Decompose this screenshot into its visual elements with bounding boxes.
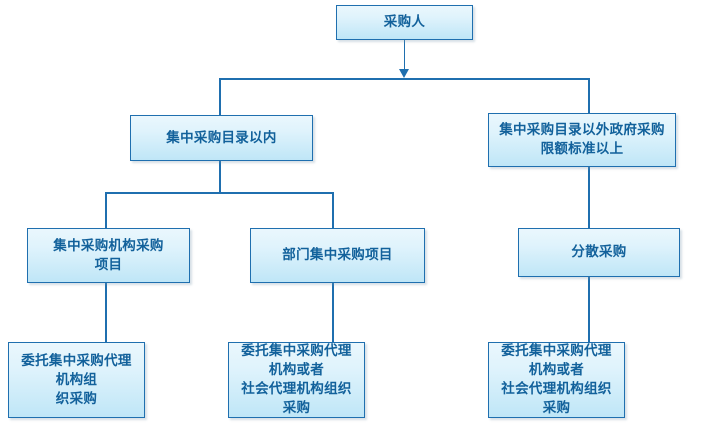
node-root-purchaser[interactable]: 采购人 xyxy=(336,5,473,40)
node-entrust-centralized-agency[interactable]: 委托集中采购代理机构组 织采购 xyxy=(8,342,145,418)
connector-level2-bus-to-within-catalog xyxy=(219,78,221,116)
node-outside-centralized-catalog[interactable]: 集中采购目录以外政府采购 限额标准以上 xyxy=(488,113,676,167)
node-centralized-agency-project[interactable]: 集中采购机构采购 项目 xyxy=(27,228,190,283)
connector-root-to-level2-bus xyxy=(403,40,406,70)
connector-level3-bus-to-centralized-agency-project xyxy=(105,192,107,229)
connector-level2-bus-to-outside-catalog xyxy=(588,78,590,114)
node-decentralized-procurement[interactable]: 分散采购 xyxy=(518,228,680,277)
connector-outside-catalog-to-decentralized xyxy=(588,167,590,229)
node-department-centralized-project[interactable]: 部门集中采购项目 xyxy=(250,228,425,283)
arrowhead-root-to-level2-bus xyxy=(399,69,409,78)
connector-level3-bus xyxy=(105,192,333,194)
connector-centralized-agency-project-to-entrust-1 xyxy=(105,283,107,343)
node-entrust-centralized-or-social-agency-2[interactable]: 委托集中采购代理机构或者 社会代理机构组织采购 xyxy=(488,342,625,418)
connector-within-catalog-to-level3-bus xyxy=(219,161,221,193)
connector-level2-bus xyxy=(219,78,590,80)
connector-decentralized-to-entrust-3 xyxy=(588,277,590,343)
connector-level3-bus-to-department-centralized-project xyxy=(332,192,334,229)
connector-department-centralized-project-to-entrust-2 xyxy=(332,283,334,343)
node-entrust-centralized-or-social-agency-1[interactable]: 委托集中采购代理机构或者 社会代理机构组织采购 xyxy=(228,342,365,418)
node-within-centralized-catalog[interactable]: 集中采购目录以内 xyxy=(130,115,313,161)
